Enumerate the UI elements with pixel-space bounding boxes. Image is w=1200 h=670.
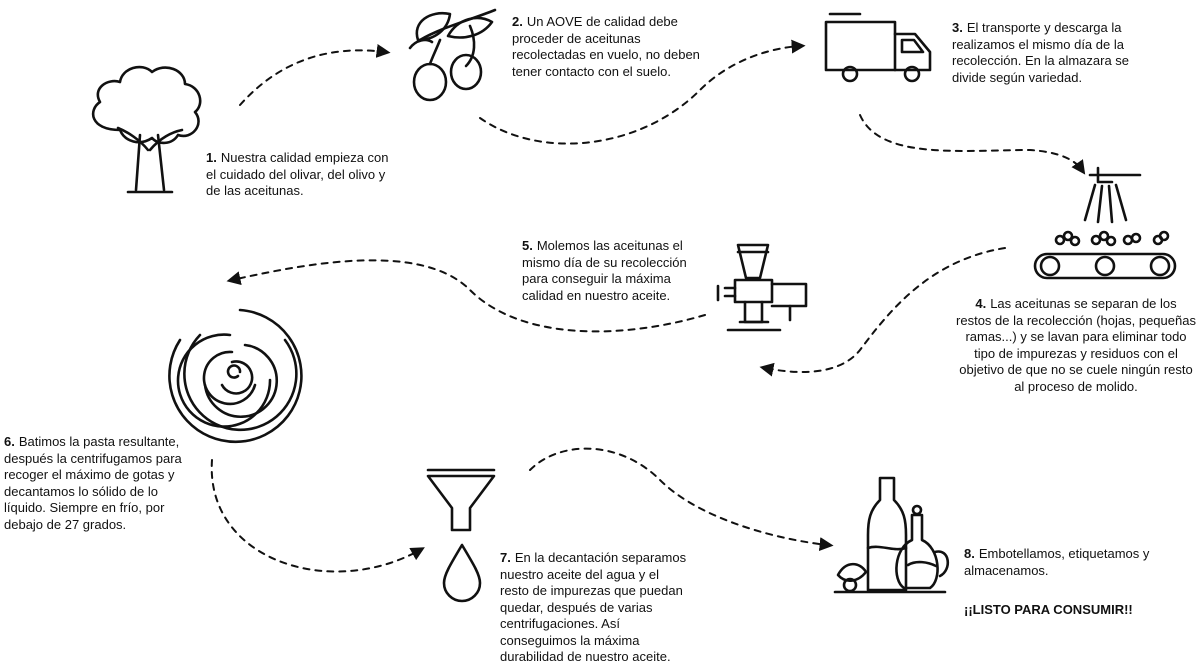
step-8-text: Embotellamos, etiquetamos y almacenamos. xyxy=(964,546,1150,578)
arrow-7-to-8 xyxy=(529,447,834,552)
centrifuge-spiral-icon xyxy=(168,308,303,444)
step-3-number: 3. xyxy=(952,20,963,35)
arrow-1-to-2 xyxy=(239,43,391,106)
truck-icon xyxy=(824,12,932,83)
olive-tree-icon xyxy=(91,65,202,194)
step-4-description: 4.Las aceitunas se separan de los restos… xyxy=(956,296,1196,395)
step-2-number: 2. xyxy=(512,14,523,29)
step-8-number: 8. xyxy=(964,546,975,561)
arrow-6-to-7 xyxy=(210,459,425,573)
step-6-text: Batimos la pasta resultante, después la … xyxy=(4,434,182,532)
step-8-description: 8.Embotellamos, etiquetamos y almacenamo… xyxy=(964,546,1164,579)
step-5-number: 5. xyxy=(522,238,533,253)
arrow-2-to-3 xyxy=(479,39,806,145)
step-5-text: Molemos las aceitunas el mismo día de su… xyxy=(522,238,687,303)
step-2-description: 2.Un AOVE de calidad debe proceder de ac… xyxy=(512,14,704,80)
step-1-text: Nuestra calidad empieza con el cuidado d… xyxy=(206,150,389,198)
step-3-text: El transporte y descarga la realizamos e… xyxy=(952,20,1130,85)
step-7-number: 7. xyxy=(500,550,511,565)
step-7-description: 7.En la decantación separamos nuestro ac… xyxy=(500,550,688,666)
step-4-text: Las aceitunas se separan de los restos d… xyxy=(956,296,1196,394)
step-1-number: 1. xyxy=(206,150,217,165)
step-3-description: 3.El transporte y descarga la realizamos… xyxy=(952,20,1140,86)
step-4-number: 4. xyxy=(975,296,987,311)
olive-branch-icon xyxy=(408,8,497,102)
step-7-text: En la decantación separamos nuestro acei… xyxy=(500,550,687,664)
step-2-text: Un AOVE de calidad debe proceder de acei… xyxy=(512,14,700,79)
funnel-drop-icon xyxy=(426,468,496,603)
washing-conveyor-icon xyxy=(1033,166,1177,280)
arrow-4-to-5 xyxy=(759,247,1006,377)
arrow-5-to-6 xyxy=(226,259,706,333)
final-message: ¡¡LISTO PARA CONSUMIR!! xyxy=(964,602,1133,617)
step-1-description: 1.Nuestra calidad empieza con el cuidado… xyxy=(206,150,402,200)
mill-icon xyxy=(716,243,808,332)
bottles-icon xyxy=(833,476,949,594)
arrow-3-to-4 xyxy=(859,114,1086,175)
step-6-description: 6.Batimos la pasta resultante, después l… xyxy=(4,434,200,533)
step-5-description: 5.Molemos las aceitunas el mismo día de … xyxy=(522,238,702,304)
step-6-number: 6. xyxy=(4,434,15,449)
